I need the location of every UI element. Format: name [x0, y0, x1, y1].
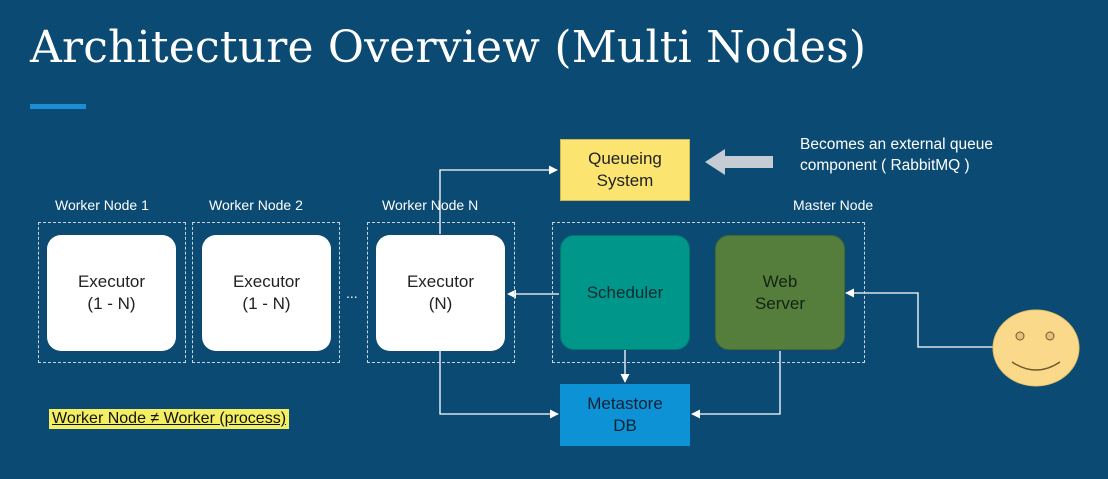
worker-node-2-container — [192, 222, 340, 363]
title-underline — [30, 104, 86, 109]
worker-node-2-label: Worker Node 2 — [209, 197, 303, 213]
ellipsis: ... — [346, 285, 358, 301]
queue-label-line2: System — [596, 171, 654, 190]
webserver-to-metastore-line — [691, 351, 781, 419]
executor-box-2: Executor (1 - N) — [202, 235, 331, 351]
gray-arrow-icon — [705, 149, 773, 175]
worker-node-1-container — [38, 222, 186, 363]
queueing-system-box: Queueing System — [560, 139, 690, 201]
executor-2-count: (1 - N) — [242, 294, 291, 313]
scheduler-label: Scheduler — [586, 282, 664, 302]
worker-node-1-label: Worker Node 1 — [55, 197, 149, 213]
metastore-label-line2: DB — [613, 416, 637, 435]
queue-note: Becomes an external queue component ( Ra… — [800, 134, 993, 176]
page-title: Architecture Overview (Multi Nodes) — [30, 22, 867, 73]
executor-2-title: Executor — [232, 272, 301, 291]
worker-node-n-label: Worker Node N — [382, 197, 479, 213]
webserver-label-line2: Server — [754, 293, 806, 313]
metastore-db-box: Metastore DB — [560, 384, 690, 446]
executor-n-title: Executor — [406, 272, 475, 291]
metastore-label-line1: Metastore — [587, 394, 663, 413]
queue-note-line1: Becomes an external queue — [800, 136, 994, 153]
executor-box-n: Executor (N) — [376, 235, 505, 351]
executor-box-1: Executor (1 - N) — [47, 235, 176, 351]
executor-n-count: (N) — [428, 294, 453, 313]
queue-note-line2: component ( RabbitMQ ) — [800, 157, 970, 174]
master-node-label: Master Node — [793, 197, 874, 213]
executor-1-count: (1 - N) — [87, 294, 136, 313]
executor-to-metastore-line — [439, 351, 559, 419]
executor-1-title: Executor — [77, 272, 146, 291]
webserver-box: Web Server — [715, 235, 845, 350]
executor-to-queue-line — [439, 165, 558, 234]
queue-label-line1: Queueing — [588, 149, 662, 168]
smiley-user-icon — [992, 309, 1080, 387]
master-node-container — [552, 222, 865, 363]
worker-node-highlight-note: Worker Node ≠ Worker (process) — [49, 409, 290, 429]
user-to-webserver-line — [845, 288, 993, 348]
webserver-label-line1: Web — [762, 271, 798, 291]
worker-node-n-container — [367, 222, 515, 363]
scheduler-box: Scheduler — [560, 235, 690, 350]
